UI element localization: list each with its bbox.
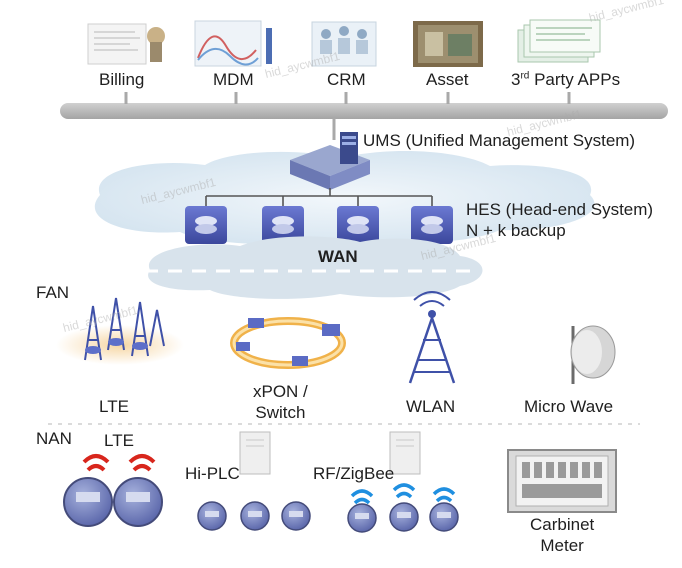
fan-wlan-label: WLAN (406, 397, 456, 416)
hiplc-meter-icon (240, 501, 270, 531)
app-label-asset: Asset (426, 70, 469, 89)
app-label-third-party-sup: rd (520, 70, 530, 82)
hiplc-label: Hi-PLC (185, 464, 240, 483)
cabinet-meter-icon (507, 449, 617, 513)
hes-server-icon (337, 206, 379, 244)
rf-meter-icon (389, 483, 419, 532)
app-label-mdm: MDM (213, 70, 254, 89)
app-label-third-party: 3rd Party APPs (511, 70, 620, 90)
app-label-billing: Billing (99, 70, 145, 89)
rf-concentrator-icon (389, 431, 421, 475)
crm-people-icon (311, 21, 377, 67)
fan-lte-label: LTE (99, 397, 129, 416)
cabinet-meter-label: Carbinet Meter (530, 515, 595, 555)
ums-label: UMS (Unified Management System) (363, 131, 636, 150)
application-bus-bar (60, 103, 668, 119)
hes-server-icon (262, 206, 304, 244)
hes-label: HES (Head-end System) (466, 200, 654, 219)
wlan-tower-icon (408, 291, 456, 384)
hiplc-meter-icon (281, 501, 311, 531)
fan-label: FAN (36, 283, 70, 302)
fan-microwave-label: Micro Wave (524, 397, 614, 416)
microwave-dish-icon (570, 325, 616, 384)
nan-lte-label: LTE (104, 431, 134, 450)
rf-meter-icon (347, 489, 377, 533)
wan-label: WAN (318, 247, 358, 266)
ums-server-icon (290, 132, 370, 190)
nan-label: NAN (36, 429, 72, 448)
hiplc-meter-icon (197, 501, 227, 531)
fan-xpon-label: xPON / Switch (253, 382, 308, 422)
hes-server-icon (411, 206, 453, 244)
rf-meter-icon (429, 487, 459, 532)
lte-towers-icon (56, 297, 184, 365)
billing-document-icon (87, 23, 165, 65)
mdm-chart-icon (194, 20, 272, 67)
hes-server-icon (185, 206, 227, 244)
app-label-third-party-num: 3 (511, 70, 521, 89)
hiplc-concentrator-icon (239, 431, 271, 475)
lte-meter-icon (113, 454, 163, 527)
app-label-crm: CRM (327, 70, 366, 89)
third-party-screens-icon (517, 19, 601, 63)
xpon-ring-icon (230, 317, 346, 369)
lte-meter-icon (63, 454, 113, 527)
wan-cloud (148, 236, 483, 299)
rf-zigbee-label: RF/ZigBee (313, 464, 395, 483)
app-label-third-party-rest: Party APPs (529, 70, 621, 89)
hes-backup-label: N + k backup (466, 221, 566, 240)
asset-photo-icon (413, 21, 483, 67)
